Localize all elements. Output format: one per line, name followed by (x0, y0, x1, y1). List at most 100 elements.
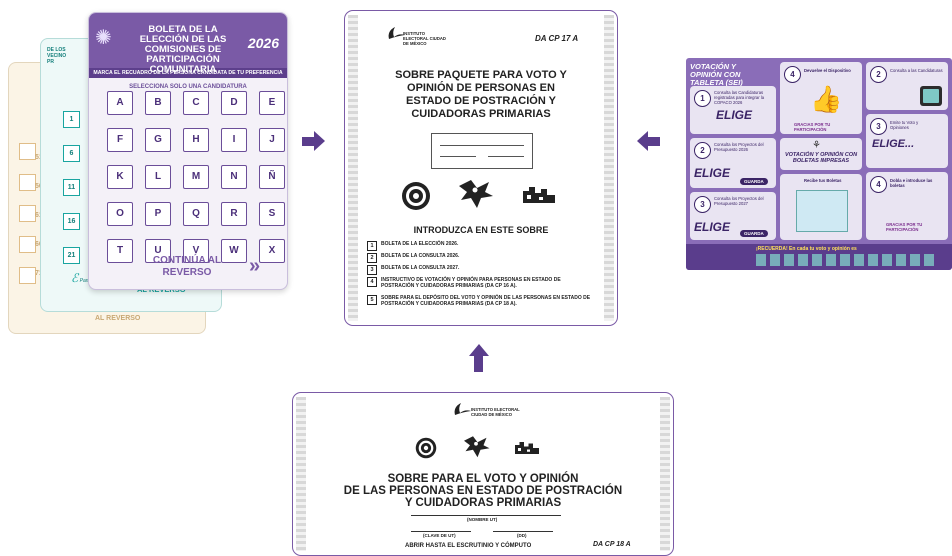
deposit-envelope: INSTITUTO ELECTORAL CIUDAD DE MÉXICO SOB… (292, 392, 674, 556)
middle-number: 11 (63, 179, 80, 196)
eagle-glyph-icon (459, 180, 493, 208)
back-card-box (19, 267, 36, 284)
envelope-title: SOBRE PAQUETE PARA VOTO Y OPINIÓN DE PER… (395, 69, 567, 120)
item-text: BOLETA DE LA ELECCIÓN 2026. (381, 241, 459, 247)
step-panel: 4 Dobla e introduce las boletas GRACIAS … (866, 172, 948, 240)
cdmx-seal-icon: ✺ (95, 27, 112, 49)
candidate-option[interactable]: K (107, 165, 133, 189)
candidate-option[interactable]: F (107, 128, 133, 152)
arrow-up-icon (469, 344, 489, 374)
candidate-option[interactable]: J (259, 128, 285, 152)
step-number: 2 (870, 66, 887, 83)
middle-card-numbers: 1 6 11 16 21 (63, 111, 80, 264)
back-card-numbers (19, 143, 41, 284)
continue-label: CONTINÚA AL REVERSO (152, 255, 222, 278)
candidate-option[interactable]: S (259, 202, 285, 226)
candidate-option[interactable]: P (145, 202, 171, 226)
candidate-option[interactable]: W (221, 239, 247, 263)
candidate-option[interactable]: N (221, 165, 247, 189)
receive-ballots-panel: Recibe tus Boletas (780, 174, 862, 240)
middle-card-header: DE LOS VECINO PR (47, 47, 87, 65)
middle-header-line: PR (47, 59, 54, 65)
candidate-option[interactable]: C (183, 91, 209, 115)
step-number: 1 (694, 90, 711, 107)
step-big: ELIGE... (872, 138, 915, 150)
dd-line (493, 531, 553, 532)
candidate-option[interactable]: G (145, 128, 171, 152)
institute-logo-icon (454, 403, 471, 415)
back-number: 66 (35, 241, 43, 248)
institute-name: INSTITUTO ELECTORAL CIUDAD DE MÉXICO (403, 31, 446, 46)
envelope-left-border (296, 397, 306, 551)
candidate-option[interactable]: D (221, 91, 247, 115)
participacion-logo-icon: ℰ (71, 271, 79, 285)
step-panel: 2 Consulta los Proyectos del Presupuesto… (690, 138, 776, 188)
candidate-option[interactable]: R (221, 202, 247, 226)
back-number: 61 (35, 212, 43, 219)
insert-item: 4 INSTRUCTIVO DE VOTACIÓN Y OPINIÓN PARA… (367, 277, 593, 289)
chevron-right-icon: » (249, 255, 261, 277)
step-big: ELIGE (694, 220, 731, 234)
instructions-infographic: VOTACIÓN Y OPINIÓN CON TABLETA (SEI) 1 C… (686, 58, 952, 270)
arrow-right-icon (302, 131, 326, 152)
deposit-title-line: SOBRE PARA EL VOTO Y OPINIÓN (387, 473, 579, 485)
footer-boxes (756, 254, 936, 266)
ballot-instruction: MARCA EL RECUADRO DE LA PERSONA CANDIDAT… (89, 68, 287, 78)
step-label: Emite tu Voto y Opiniones (890, 120, 919, 130)
step-panel: 1 Consulta las Candidaturas registradas … (690, 86, 776, 134)
candidate-option[interactable]: H (183, 128, 209, 152)
back-number: 71 (35, 270, 43, 277)
key-field-label: (CLAVE DE UT) (423, 533, 456, 538)
item-text: SOBRE PARA EL DEPÓSITO DEL VOTO Y OPINIÓ… (381, 295, 591, 307)
guarda-badge: GUARDA (740, 178, 768, 185)
candidate-option[interactable]: I (221, 128, 247, 152)
candidate-option[interactable]: X (259, 239, 285, 263)
item-number: 1 (367, 241, 377, 251)
candidate-option[interactable]: Ñ (259, 165, 285, 189)
candidate-option[interactable]: V (183, 239, 209, 263)
back-number: 56 (35, 183, 43, 190)
envelope-right-border (604, 15, 614, 321)
form-line (488, 156, 524, 157)
back-card-box (19, 236, 36, 253)
infographic-footer: ¡RECUERDA! En cada tu voto y opinión es (686, 244, 952, 270)
candidate-option[interactable]: A (107, 91, 133, 115)
item-number: 5 (367, 295, 377, 305)
insert-item: 1 BOLETA DE LA ELECCIÓN 2026. (367, 241, 617, 251)
institute-logo-icon: ⚘ (812, 140, 821, 151)
step-label: Consulta los Proyectos del Presupuesto 2… (714, 196, 764, 206)
deposit-title-line: DE LAS PERSONAS EN ESTADO DE POSTRACIÓN (343, 485, 623, 497)
deposit-code: DA CP 18 A (593, 541, 631, 548)
middle-number: 16 (63, 213, 80, 230)
step-panel: 4 Devuelve el Dispositivo 👍 GRACIAS POR … (780, 62, 862, 134)
item-number: 2 (367, 253, 377, 263)
item-number: 4 (367, 277, 377, 287)
step-number: 3 (870, 118, 887, 135)
tablet-voting-title: VOTACIÓN Y OPINIÓN CON TABLETA (SEI) (690, 62, 743, 87)
insert-item: 5 SOBRE PARA EL DEPÓSITO DEL VOTO Y OPIN… (367, 295, 593, 307)
insert-heading: INTRODUZCA EN ESTE SOBRE (413, 225, 549, 235)
candidate-option[interactable]: T (107, 239, 133, 263)
back-card-footer: AL REVERSO (95, 315, 141, 322)
step-panel: 2 Consulta a las Candidaturas (866, 62, 948, 110)
step-label: Consulta las Candidaturas registradas pa… (714, 90, 765, 105)
guarda-badge: GUARDA (740, 230, 768, 237)
envelope-left-border (348, 15, 358, 321)
ballot-year: 2026 (247, 35, 279, 51)
back-card-box (19, 205, 36, 222)
envelope-right-border (660, 397, 670, 551)
candidate-option[interactable]: M (183, 165, 209, 189)
reminder-text: ¡RECUERDA! En cada tu voto y opinión es (756, 246, 857, 252)
candidate-option[interactable]: U (145, 239, 171, 263)
candidate-option[interactable]: B (145, 91, 171, 115)
thumbs-up-icon: 👍 (810, 84, 843, 114)
middle-number: 6 (63, 145, 80, 162)
ballot-title: BOLETA DE LA ELECCIÓN DE LAS COMISIONES … (139, 24, 227, 75)
step-big: ELIGE (694, 166, 731, 180)
back-card-box (19, 174, 36, 191)
candidate-option[interactable]: E (259, 91, 285, 115)
candidate-option[interactable]: O (107, 202, 133, 226)
candidate-option[interactable]: L (145, 165, 171, 189)
candidate-option[interactable]: Q (183, 202, 209, 226)
middle-number: 21 (63, 247, 80, 264)
